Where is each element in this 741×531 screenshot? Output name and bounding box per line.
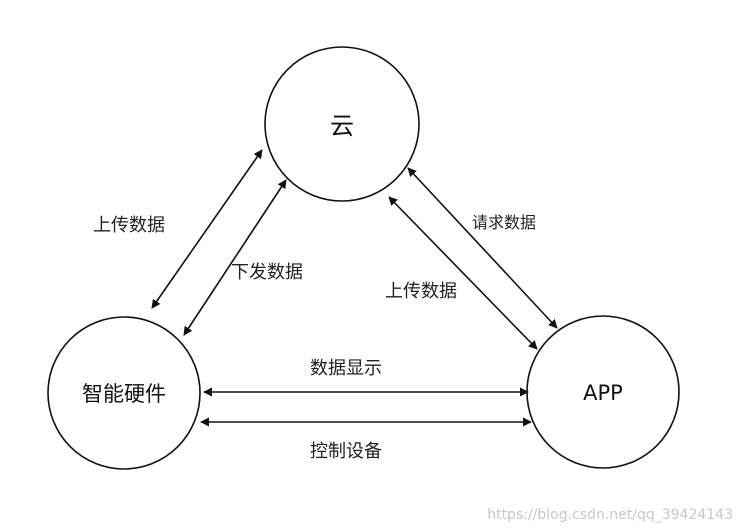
cloud-node-label: 云: [330, 112, 354, 140]
app-node-label: APP: [583, 381, 623, 405]
app-node: APP: [526, 315, 680, 469]
edge-label-app-upload: 上传数据: [385, 281, 457, 302]
edge-hardware-cloud-upload: [151, 149, 263, 309]
edge-app-request: [407, 167, 558, 329]
edge-label-hardware-upload: 上传数据: [93, 215, 165, 236]
hardware-node: 智能硬件: [47, 316, 201, 470]
edge-app-upload: [388, 196, 538, 350]
edge-label-cloud-download: 下发数据: [231, 262, 303, 283]
edge-cloud-hardware-download: [183, 179, 287, 336]
watermark-text: https://blog.csdn.net/qq_39424143: [487, 507, 733, 523]
edge-label-app-request: 请求数据: [472, 213, 536, 232]
edge-label-data-display: 数据显示: [310, 358, 382, 379]
edge-label-control-device: 控制设备: [310, 441, 382, 462]
cloud-node: 云: [264, 46, 420, 202]
hardware-node-label: 智能硬件: [82, 382, 166, 406]
